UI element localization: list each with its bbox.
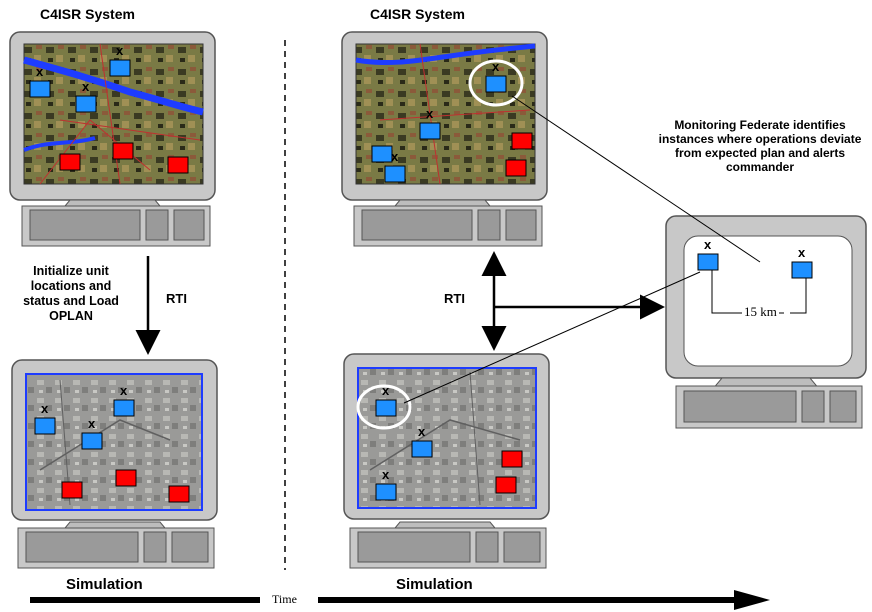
unit-marker: x xyxy=(418,424,426,439)
simulation-monitor-left xyxy=(11,359,218,569)
highlight-ellipse-c4isr xyxy=(468,59,524,107)
unit-marker: x xyxy=(41,401,49,416)
rti-right-label: RTI xyxy=(444,291,465,306)
unit-marker: x xyxy=(382,383,390,398)
simulation-left-label: Simulation xyxy=(66,576,143,593)
highlight-ellipse-simulation xyxy=(356,384,412,430)
time-arrow-head xyxy=(734,590,770,610)
units-c4isr-left xyxy=(29,59,189,174)
unit-marker: x xyxy=(426,106,434,121)
units-monitoring xyxy=(697,253,813,279)
link-c4isr-to-monitor xyxy=(511,95,761,263)
monitoring-description: Monitoring Federate identifies instances… xyxy=(658,118,862,174)
unit-marker: x xyxy=(492,59,500,74)
unit-marker: x xyxy=(82,79,90,94)
unit-marker: x xyxy=(116,43,124,58)
units-simulation-right xyxy=(375,399,523,501)
unit-marker: x xyxy=(704,237,712,252)
c4isr-left-title: C4ISR System xyxy=(40,6,135,22)
monitoring-federate-monitor xyxy=(665,215,867,429)
simulation-right-label: Simulation xyxy=(396,576,473,593)
init-description: Initialize unit locations and status and… xyxy=(23,264,119,323)
unit-marker: x xyxy=(120,383,128,398)
unit-marker: x xyxy=(88,416,96,431)
unit-marker: x xyxy=(382,467,390,482)
unit-marker: x xyxy=(798,245,806,260)
link-sim-to-monitor xyxy=(403,271,701,404)
unit-marker: x xyxy=(391,149,399,164)
rti-left-label: RTI xyxy=(166,291,187,306)
c4isr-monitor-right xyxy=(341,31,548,247)
units-c4isr-right xyxy=(371,75,533,183)
c4isr-right-title: C4ISR System xyxy=(370,6,465,22)
distance-label: 15 km xyxy=(742,304,779,320)
time-label: Time xyxy=(272,592,297,606)
unit-marker: x xyxy=(36,64,44,79)
units-simulation-left xyxy=(34,399,190,503)
